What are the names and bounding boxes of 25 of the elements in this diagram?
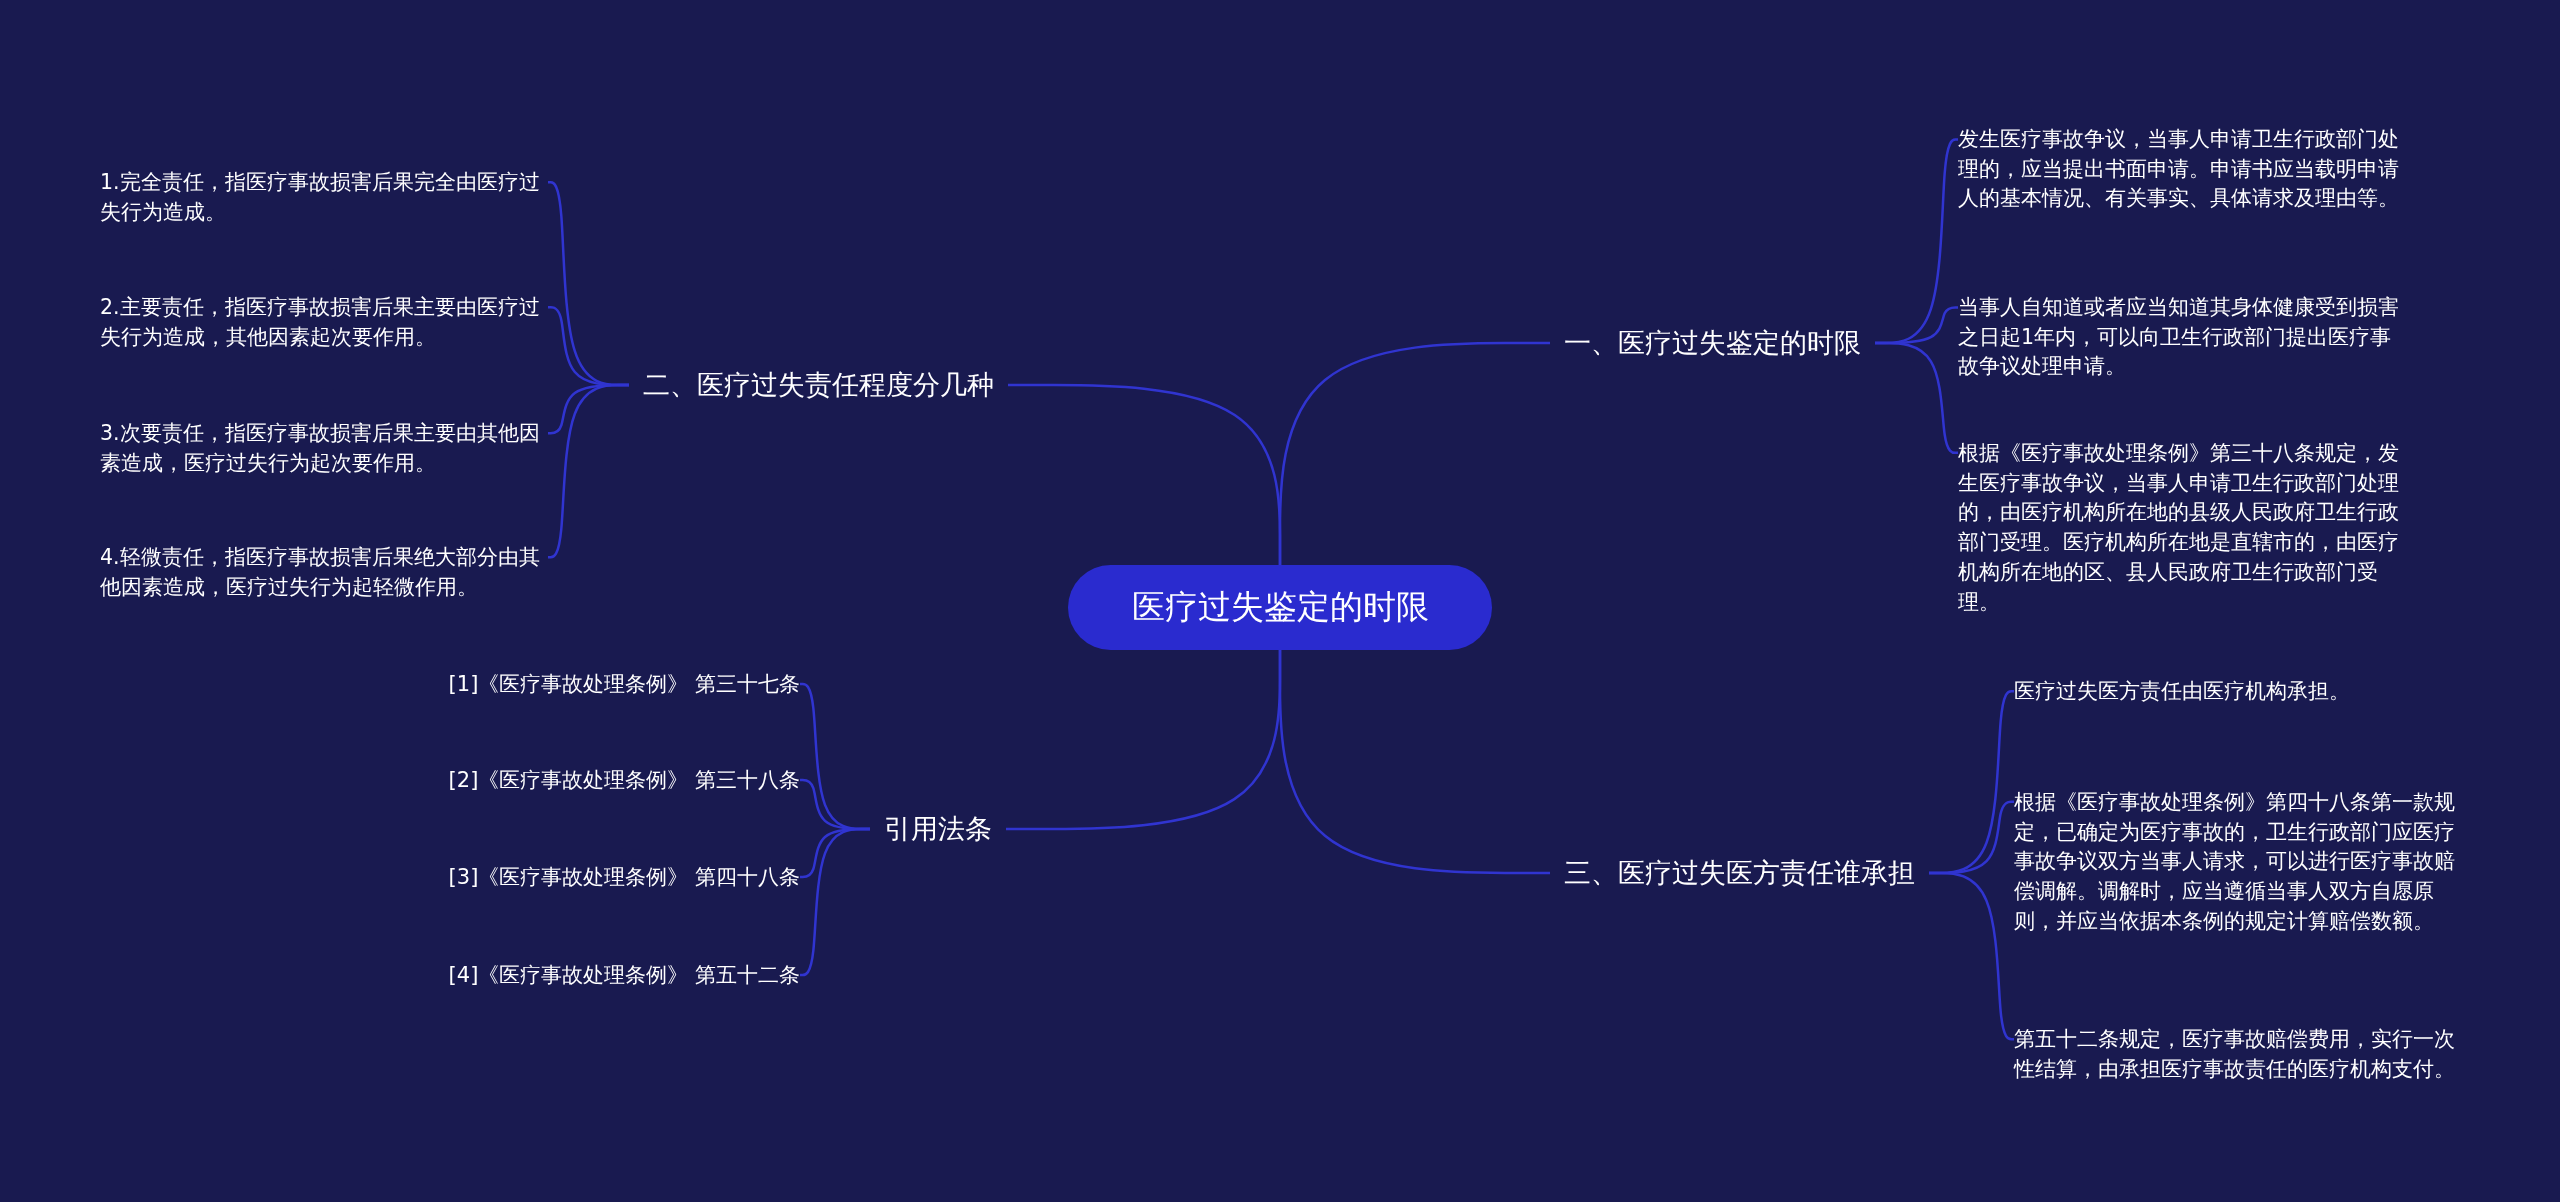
subtopic-text: 根据《医疗事故处理条例》第三十八条规定，发生医疗事故争议，当事人申请卫生行政部门处理的，由医疗机构所在地的县级人民政府卫生行政部门受理。医疗机构所在地是直辖市的，由医疗机构所在地的区、县人民政府卫生行政部门受理。	[1958, 438, 2410, 618]
reference-text: [4]《医疗事故处理条例》 第五十二条	[448, 961, 800, 989]
reference-text: [1]《医疗事故处理条例》 第三十七条	[448, 670, 800, 698]
subtopic-text: 发生医疗事故争议，当事人申请卫生行政部门处理的，应当提出书面申请。申请书应当载明申请人的基本情况、有关事实、具体请求及理由等。	[1958, 125, 2410, 215]
connector-line	[800, 827, 870, 977]
connector-line	[1006, 650, 1282, 831]
connector-line	[548, 383, 629, 559]
reference-text: [2]《医疗事故处理条例》 第三十八条	[448, 766, 800, 794]
branch-topic: 二、医疗过失责任程度分几种	[629, 363, 1008, 407]
connector-line	[1008, 383, 1282, 565]
connector-line	[1875, 341, 1958, 455]
subtopic-text: 1.完全责任，指医疗事故损害后果完全由医疗过失行为造成。	[100, 168, 548, 228]
connector-line	[1929, 871, 2014, 1041]
subtopic-text: 当事人自知道或者应当知道其身体健康受到损害之日起1年内，可以向卫生行政部门提出医疗事故争议处理申请。	[1958, 293, 2410, 383]
subtopic-text: 根据《医疗事故处理条例》第四十八条第一款规定，已确定为医疗事故的，卫生行政部门应医疗事故争议双方当事人请求，可以进行医疗事故赔偿调解。调解时，应当遵循当事人双方自愿原则，并应当依据本条例的规定计算赔偿数额。	[2014, 787, 2466, 937]
subtopic-text: 第五十二条规定，医疗事故赔偿费用，实行一次性结算，由承担医疗事故责任的医疗机构支付。	[2014, 1025, 2466, 1085]
reference-text: [3]《医疗事故处理条例》 第四十八条	[448, 863, 800, 891]
branch-topic: 三、医疗过失医方责任谁承担	[1550, 851, 1929, 895]
subtopic-text: 2.主要责任，指医疗事故损害后果主要由医疗过失行为造成，其他因素起次要作用。	[100, 293, 548, 353]
branch-topic: 引用法条	[870, 807, 1006, 851]
central-topic: 医疗过失鉴定的时限	[1068, 565, 1492, 650]
subtopic-text: 医疗过失医方责任由医疗机构承担。	[2014, 677, 2466, 707]
branch-topic: 一、医疗过失鉴定的时限	[1550, 321, 1875, 365]
subtopic-text: 4.轻微责任，指医疗事故损害后果绝大部分由其他因素造成，医疗过失行为起轻微作用。	[100, 543, 548, 603]
subtopic-text: 3.次要责任，指医疗事故损害后果主要由其他因素造成，医疗过失行为起次要作用。	[100, 419, 548, 479]
